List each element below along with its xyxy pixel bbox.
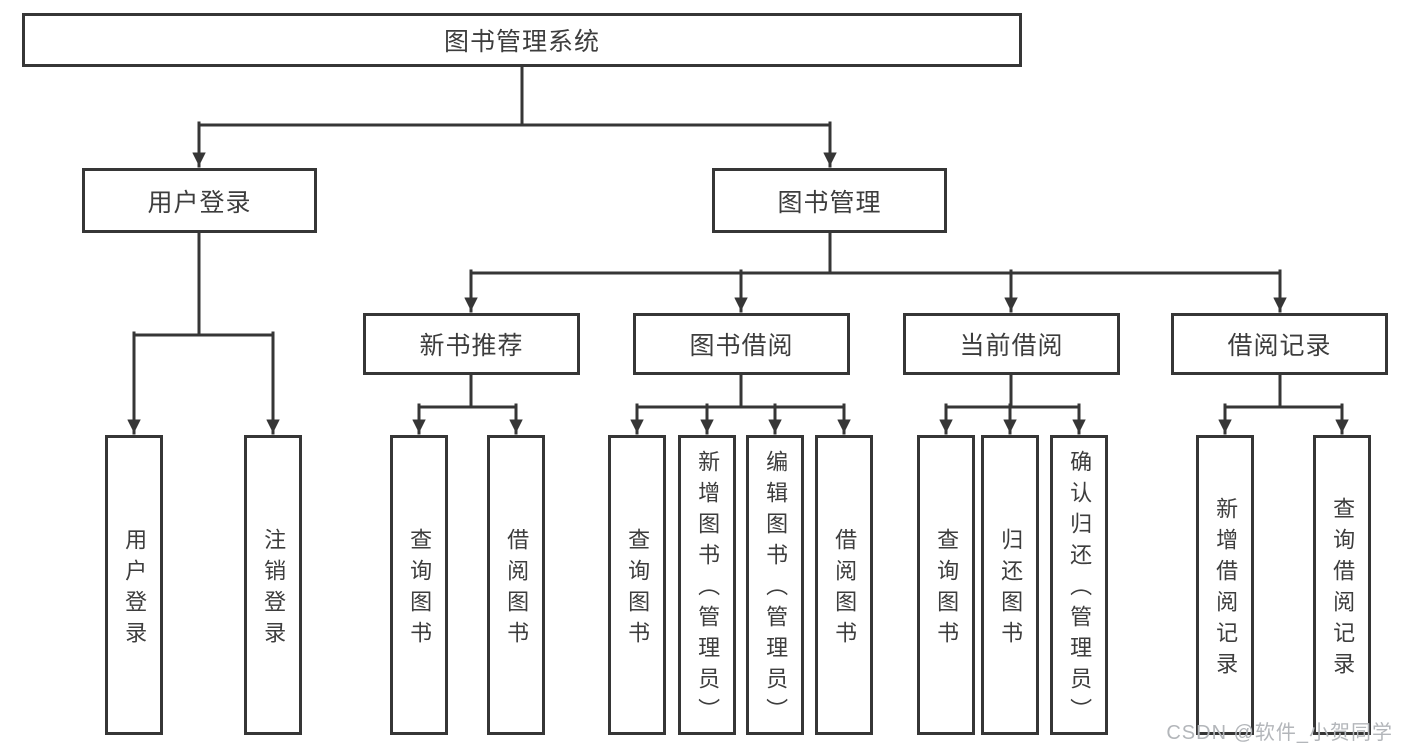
leaf-label: 查询图书 xyxy=(407,527,433,652)
node-new-book-recommendation: 新书推荐 xyxy=(363,313,580,375)
leaf-label: 查询图书 xyxy=(625,527,651,652)
leaf-recommend-query-books: 查询图书 xyxy=(390,435,448,735)
leaf-records-query-record: 查询借阅记录 xyxy=(1313,435,1371,735)
node-book-management: 图书管理 xyxy=(712,168,947,233)
leaf-records-add-record: 新增借阅记录 xyxy=(1196,435,1254,735)
leaf-label: 新增图书（管理员） xyxy=(695,450,721,729)
leaf-label: 查询图书 xyxy=(934,527,960,652)
leaf-recommend-borrow-books: 借阅图书 xyxy=(487,435,545,735)
leaf-current-query-books: 查询图书 xyxy=(917,435,975,735)
leaf-label: 查询借阅记录 xyxy=(1330,496,1356,683)
leaf-label: 归还图书 xyxy=(998,527,1024,652)
node-library-management-system: 图书管理系统 xyxy=(22,13,1022,67)
leaf-borrow-query-books: 查询图书 xyxy=(608,435,666,735)
leaf-current-return-books: 归还图书 xyxy=(981,435,1039,735)
leaf-current-confirm-return-admin: 确认归还（管理员） xyxy=(1050,435,1108,735)
node-label: 当前借阅 xyxy=(959,332,1064,360)
leaf-label: 借阅图书 xyxy=(504,527,530,652)
leaf-label: 确认归还（管理员） xyxy=(1067,450,1093,729)
leaf-user-login: 用户登录 xyxy=(105,435,163,735)
node-book-borrowing: 图书借阅 xyxy=(633,313,850,375)
leaf-borrow-borrow-books: 借阅图书 xyxy=(815,435,873,735)
node-label: 借阅记录 xyxy=(1227,332,1332,360)
leaf-label: 新增借阅记录 xyxy=(1213,496,1239,683)
leaf-borrow-add-books-admin: 新增图书（管理员） xyxy=(678,435,736,735)
node-label: 图书管理 xyxy=(777,188,882,217)
leaf-label: 编辑图书（管理员） xyxy=(763,450,789,729)
leaf-borrow-edit-books-admin: 编辑图书（管理员） xyxy=(746,435,804,735)
node-label: 图书管理系统 xyxy=(443,28,600,56)
node-current-borrowing: 当前借阅 xyxy=(903,313,1120,375)
node-label: 新书推荐 xyxy=(419,332,524,360)
node-label: 图书借阅 xyxy=(689,332,794,360)
leaf-logout: 注销登录 xyxy=(244,435,302,735)
csdn-watermark: CSDN @软件_小贺同学 xyxy=(1166,722,1393,744)
leaf-label: 注销登录 xyxy=(261,527,287,652)
node-label: 用户登录 xyxy=(147,188,252,217)
leaf-label: 用户登录 xyxy=(122,527,148,652)
node-borrowing-records: 借阅记录 xyxy=(1171,313,1388,375)
leaf-label: 借阅图书 xyxy=(832,527,858,652)
node-user-login: 用户登录 xyxy=(82,168,317,233)
